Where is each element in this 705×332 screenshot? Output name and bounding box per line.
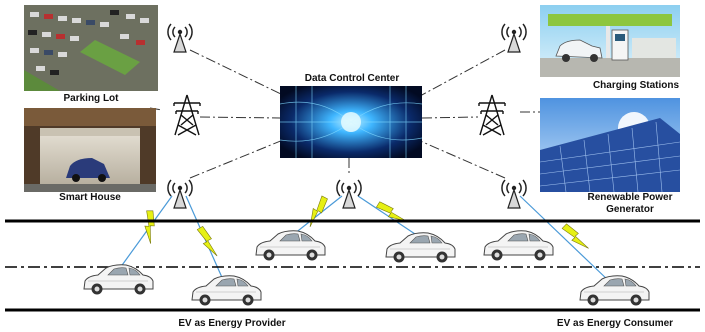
electric-car-icon (385, 232, 456, 263)
charging-stations-label: Charging Stations (593, 80, 680, 91)
ev-provider-label: EV as Energy Provider (178, 318, 285, 329)
antenna-tower-icon (167, 23, 193, 53)
antenna-tower-icon (336, 179, 362, 209)
smart-house-label: Smart House (59, 192, 121, 203)
parking-lot-image (24, 5, 158, 91)
renewable-label-line1: Renewable Power (587, 192, 672, 203)
power-pylon-icon (478, 94, 506, 136)
wireless-bl-to-car1 (119, 195, 173, 269)
link-antenna-br (417, 139, 506, 179)
electric-car-icon (83, 264, 154, 295)
link-antenna-tl (189, 49, 286, 97)
wireless-mid-to-car3 (293, 195, 343, 235)
antenna-tower-icon (167, 179, 193, 209)
antenna-tower-icon (501, 23, 527, 53)
charging-stations-image (540, 5, 680, 77)
data-control-center-image (279, 86, 423, 158)
wireless-br-to-car6 (519, 195, 611, 283)
parking-lot-label: Parking Lot (63, 93, 119, 104)
wireless-lightning-icon (560, 219, 589, 256)
link-antenna-tr (419, 49, 506, 97)
wireless-lightning-icon (196, 224, 218, 260)
power-pylon-icon (173, 94, 201, 136)
renewable-label-line2: Generator (606, 204, 654, 215)
antenna-tower-icon (501, 179, 527, 209)
electric-car-icon (579, 275, 650, 306)
electric-car-icon (191, 275, 262, 306)
link-antenna-bl (189, 139, 284, 179)
wireless-mid-to-car4 (357, 195, 419, 237)
electric-car-icon (483, 230, 554, 261)
link-pylon-right (421, 116, 479, 119)
electric-car-icon (255, 230, 326, 261)
data-control-center-label: Data Control Center (305, 73, 400, 84)
renewable-generator-image (539, 98, 681, 193)
ev-consumer-label: EV as Energy Consumer (557, 318, 673, 329)
link-pylon-left (199, 116, 281, 119)
smart-house-image (24, 108, 156, 192)
